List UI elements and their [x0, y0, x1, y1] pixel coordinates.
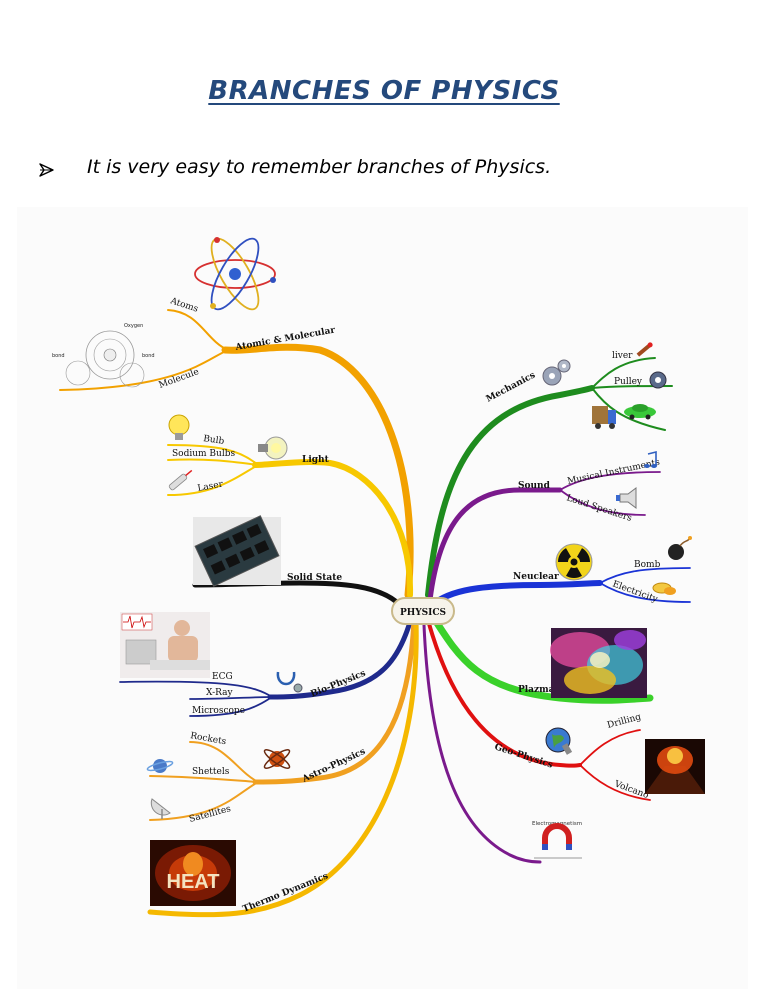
- heat-text: HEAT: [167, 871, 220, 893]
- stethoscope-icon: [276, 671, 303, 693]
- bomb-label: Bomb: [634, 560, 661, 570]
- mechanics-sub-line-liver: [591, 357, 656, 389]
- geo-branch-line: [426, 618, 582, 768]
- em-branch-line: [422, 623, 542, 864]
- mechanics-sub-line-3: [591, 387, 666, 431]
- sound-label: Sound: [518, 481, 551, 491]
- radiation-icon: [555, 543, 593, 581]
- plazma-branch-line: [428, 611, 654, 704]
- thermo-label: Thermo Dynamics: [241, 871, 329, 914]
- lever-icon: [636, 342, 653, 357]
- atoms-label: Atoms: [168, 296, 200, 315]
- geo-physics-label: Geo-Physics: [493, 742, 554, 770]
- arrow-bullet-icon: [39, 163, 54, 177]
- car-icon: [624, 404, 656, 420]
- mind-map: PHYSICS Atomic & Molecular Atoms Molecul…: [17, 207, 748, 989]
- geo-sub-line-drilling: [579, 729, 641, 766]
- music-note-icon: [644, 450, 657, 468]
- flashlight-icon: [258, 436, 288, 460]
- bond-right-text: bond: [142, 353, 155, 359]
- globe-icon: [545, 727, 573, 755]
- astro-sub-line-rockets: [189, 741, 259, 783]
- plazma-label: Plazma: [518, 685, 555, 695]
- solid-state-chip-image: [193, 515, 281, 587]
- sound-sub-line-speakers: [559, 489, 646, 516]
- drilling-label: Drilling: [606, 712, 642, 731]
- planet-icon: [146, 759, 174, 773]
- center-label: PHYSICS: [400, 608, 446, 618]
- atomic-sub-line-molecule: [59, 349, 229, 391]
- geo-sub-line-volcano: [579, 764, 651, 801]
- nuclear-sub-line-electricity: [599, 582, 691, 603]
- bulb-label: Bulb: [203, 434, 225, 447]
- nuclear-branch-line: [429, 580, 603, 608]
- astro-icon: [263, 749, 291, 769]
- shettels-label: Shettels: [192, 767, 230, 777]
- nuclear-label: Neuclear: [513, 572, 559, 582]
- bomb-icon: [668, 536, 692, 560]
- light-sub-line-laser: [167, 464, 259, 496]
- bio-sub-line-ecg: [119, 680, 273, 698]
- nuclear-sub-line-bomb: [599, 567, 691, 584]
- bio-sub-line-microscope: [189, 696, 273, 717]
- electricity-icon: [652, 582, 676, 595]
- solid-state-label: Solid State: [287, 573, 342, 583]
- oxygen-text: Oxygen: [124, 323, 143, 329]
- page-title: BRANCHES OF PHYSICS: [208, 76, 560, 106]
- astro-sub-line-satellites: [149, 781, 259, 821]
- heat-image: HEAT: [150, 840, 236, 906]
- thermo-branch-line: [147, 617, 419, 918]
- ecg-patient-image: [120, 612, 210, 678]
- molecule-diagram: Oxygen bond bond: [52, 323, 155, 388]
- atom-icon: [194, 237, 276, 311]
- liver-label: liver: [612, 351, 633, 361]
- astro-branch-line: [252, 617, 417, 785]
- xray-label: X-Ray: [206, 688, 233, 698]
- center-node: PHYSICS: [391, 597, 455, 625]
- light-sub-line-bulb: [167, 444, 259, 466]
- bullet-item: It is very easy to remember branches of …: [38, 156, 551, 184]
- light-branch-line: [252, 459, 414, 598]
- mechanics-branch-line: [425, 385, 595, 598]
- solid-branch-line: [192, 580, 403, 608]
- loudspeaker-icon: [616, 487, 637, 509]
- atomic-sub-line-atoms: [167, 309, 229, 351]
- microscope-label: Microscope: [192, 706, 245, 716]
- laser-label: Laser: [197, 480, 225, 494]
- molecule-label: Molecule: [158, 367, 201, 391]
- plasma-image: [550, 628, 647, 698]
- bio-sub-line-xray: [189, 696, 273, 700]
- laser-icon: [168, 469, 193, 491]
- volcano-label: Volcano: [612, 779, 650, 801]
- sodium-bulbs-label: Sodium Bulbs: [172, 449, 235, 459]
- satellite-dish-icon: [150, 798, 171, 819]
- atomic-branch-line: [221, 343, 414, 599]
- pulley-label: Pulley: [614, 377, 643, 387]
- mechanics-label: Mechanics: [485, 370, 537, 404]
- gears-icon: [542, 359, 571, 386]
- bio-branch-line: [267, 612, 415, 700]
- ecg-label: ECG: [212, 672, 233, 682]
- mind-map-canvas: PHYSICS Atomic & Molecular Atoms Molecul…: [52, 237, 705, 918]
- light-label: Light: [302, 455, 330, 465]
- bullet-text: It is very easy to remember branches of …: [87, 156, 552, 178]
- bulb-icon: [168, 414, 190, 440]
- electromagnet-image: Electromagnetism: [532, 821, 582, 859]
- sound-branch-line: [427, 487, 563, 603]
- volcano-image: [645, 739, 705, 794]
- bond-left-text: bond: [52, 353, 65, 359]
- forklift-icon: [592, 406, 616, 429]
- pulley-gear-icon: [649, 371, 667, 389]
- sound-sub-line-music: [559, 471, 661, 491]
- satellites-label: Satellites: [188, 804, 232, 825]
- astro-sub-line-shettels: [149, 775, 259, 783]
- light-sub-line-sodium: [167, 458, 259, 466]
